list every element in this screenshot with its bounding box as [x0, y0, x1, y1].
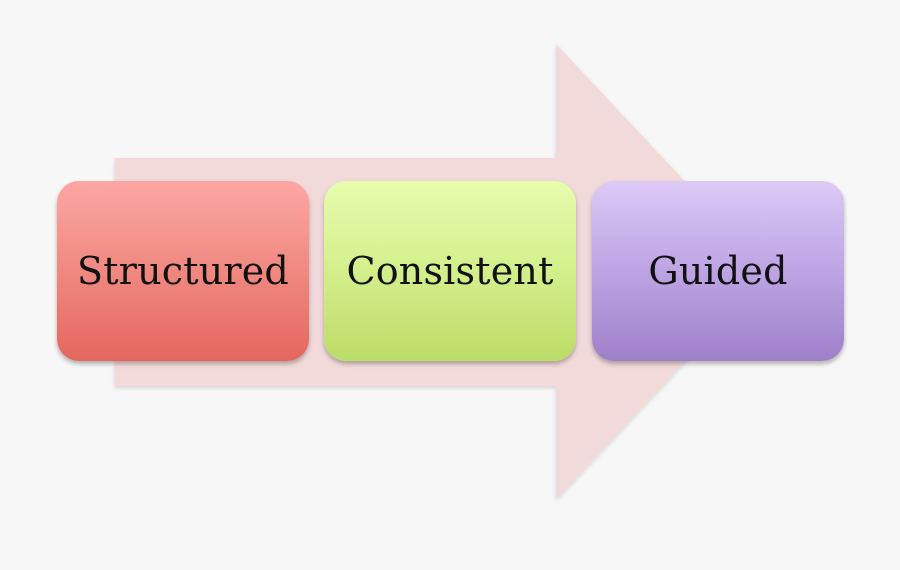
step-label: Structured [77, 249, 289, 293]
step-label: Guided [648, 249, 788, 293]
step-box-guided: Guided [592, 181, 844, 361]
step-box-structured: Structured [57, 181, 309, 361]
step-box-consistent: Consistent [324, 181, 576, 361]
step-label: Consistent [346, 249, 554, 293]
